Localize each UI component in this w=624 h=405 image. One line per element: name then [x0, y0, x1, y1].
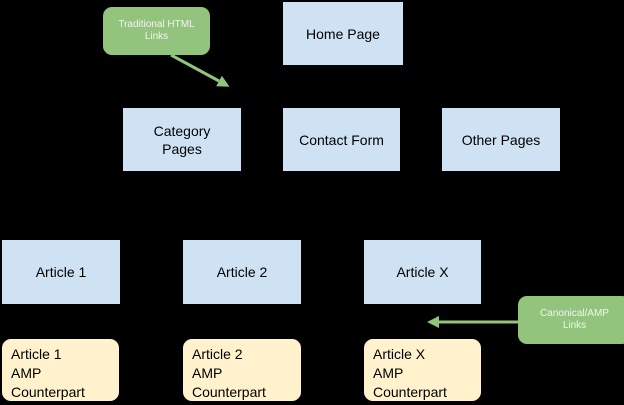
- traditional-html-links-callout: Traditional HTML Links: [103, 7, 210, 55]
- category-pages-node: Category Pages: [122, 107, 242, 172]
- article-2-node: Article 2: [182, 239, 302, 305]
- article-1-amp-counterpart-node: Article 1 AMP Counterpart: [1, 338, 120, 402]
- article-x-amp-counterpart-node: Article X AMP Counterpart: [363, 338, 482, 402]
- article-x-node: Article X: [363, 239, 482, 305]
- traditional-links-arrow: [170, 53, 230, 87]
- canonical-amp-links-callout: Canonical/AMP Links: [518, 296, 624, 344]
- contact-form-node: Contact Form: [282, 107, 401, 172]
- article-2-amp-counterpart-node: Article 2 AMP Counterpart: [182, 338, 302, 402]
- other-pages-node: Other Pages: [441, 107, 561, 172]
- article-1-node: Article 1: [1, 239, 121, 305]
- home-page-node: Home Page: [282, 1, 404, 66]
